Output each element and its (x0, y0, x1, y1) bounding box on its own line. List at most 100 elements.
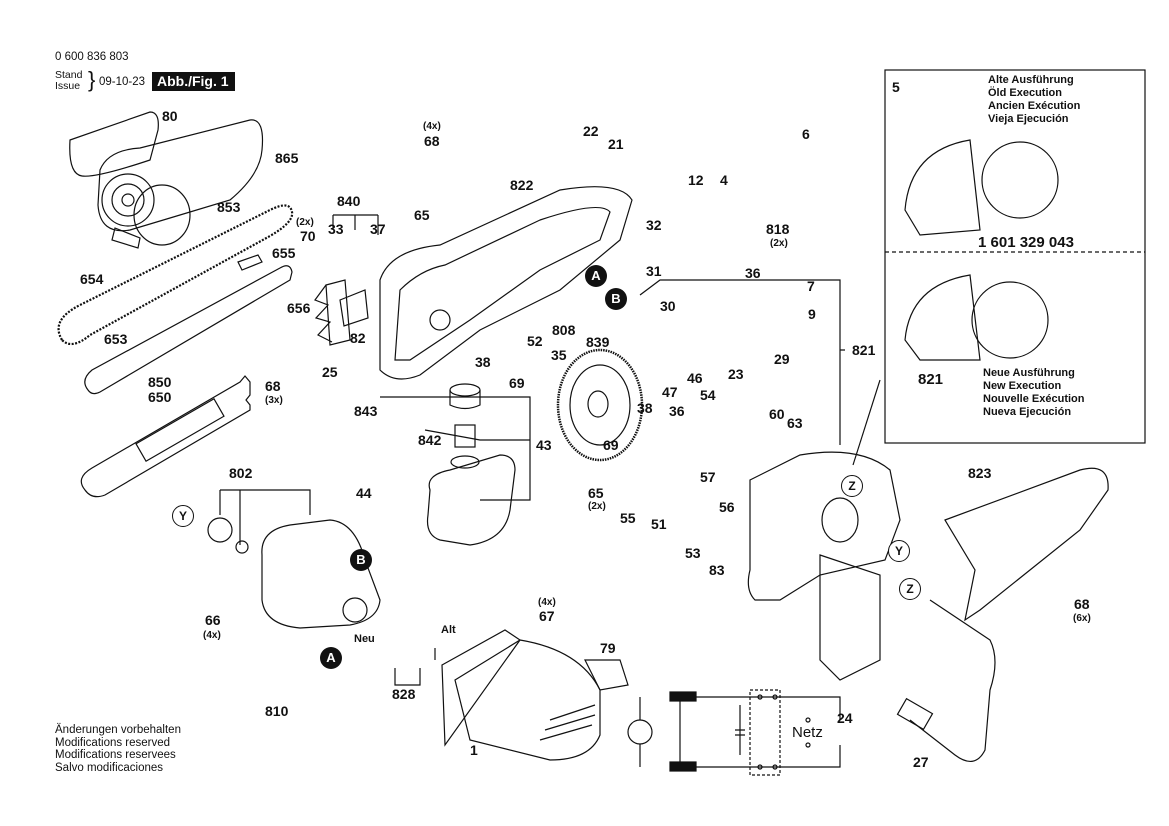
marker-z: Z (841, 475, 863, 497)
quantity-note: (3x) (265, 395, 283, 406)
hand-guard-drawing (944, 467, 1109, 622)
part-callout[interactable]: 69 (603, 437, 619, 453)
part-callout[interactable]: 22 (583, 123, 599, 139)
part-callout[interactable]: 25 (322, 364, 338, 380)
motor-housing-drawing (441, 629, 601, 761)
part-callout[interactable]: 54 (700, 387, 716, 403)
part-callout[interactable]: 33 (328, 221, 344, 237)
part-callout[interactable]: 55 (620, 510, 636, 526)
saw-chain-drawing (57, 204, 294, 346)
part-callout[interactable]: 51 (651, 516, 667, 532)
part-callout[interactable]: 12 (688, 172, 704, 188)
part-callout[interactable]: 82 (350, 330, 366, 346)
part-callout[interactable]: 7 (807, 278, 815, 294)
part-callout[interactable]: 43 (536, 437, 552, 453)
part-callout[interactable]: 23 (728, 366, 744, 382)
footer-line: Salvo modificaciones (55, 761, 164, 774)
part-callout[interactable]: 9 (808, 306, 816, 322)
marker-z: Z (899, 578, 921, 600)
part-callout[interactable]: 46 (687, 370, 703, 386)
marker-a: A (585, 265, 607, 287)
part-callout[interactable]: 21 (608, 136, 624, 152)
quantity-note: (4x) (203, 630, 221, 641)
part-callout[interactable]: 65 (588, 485, 604, 501)
circuit-schematic (627, 689, 841, 776)
part-callout[interactable]: 850 (148, 374, 172, 390)
motor-drawing (207, 517, 381, 629)
part-callout[interactable]: 31 (646, 263, 662, 279)
part-callout[interactable]: 655 (272, 245, 296, 261)
part-callout[interactable]: 47 (662, 384, 678, 400)
gear-drawing (556, 348, 644, 462)
stand-issue-label: Stand Issue (55, 70, 82, 92)
part-callout[interactable]: 63 (787, 415, 803, 431)
part-callout[interactable]: 865 (275, 150, 299, 166)
part-callout[interactable]: 60 (769, 406, 785, 422)
part-callout[interactable]: 653 (104, 331, 128, 347)
part-callout[interactable]: 6 (802, 126, 810, 142)
bar-cover-drawing (80, 375, 251, 498)
part-callout[interactable]: 65 (414, 207, 430, 223)
part-callout[interactable]: 67 (539, 608, 555, 624)
marker-y: Y (888, 540, 910, 562)
inset-new-part-label[interactable]: 821 (918, 371, 944, 388)
part-callout[interactable]: 828 (392, 686, 416, 702)
part-callout[interactable]: 822 (510, 177, 534, 193)
marker-b: B (605, 288, 627, 310)
part-callout[interactable]: 68 (1074, 596, 1090, 612)
inset-old-part-number[interactable]: 1 601 329 043 (978, 234, 1074, 251)
quantity-note: (6x) (1073, 613, 1091, 624)
part-callout[interactable]: 36 (745, 265, 761, 281)
part-callout[interactable]: 56 (719, 499, 735, 515)
inset-old-line: Ancien Exécution (988, 100, 1081, 112)
part-callout[interactable]: 35 (551, 347, 567, 363)
part-callout[interactable]: 810 (265, 703, 289, 719)
part-callout[interactable]: 68 (424, 133, 440, 149)
quantity-note: (4x) (423, 121, 441, 132)
part-callout[interactable]: 839 (586, 334, 610, 350)
part-callout[interactable]: 802 (229, 465, 253, 481)
part-callout[interactable]: 656 (287, 300, 311, 316)
part-callout[interactable]: 821 (852, 342, 876, 358)
part-callout[interactable]: 840 (337, 193, 361, 209)
part-callout[interactable]: 823 (968, 465, 992, 481)
footer-disclaimer: Änderungen vorbehalten Modifications res… (55, 724, 181, 774)
part-callout[interactable]: 36 (669, 403, 685, 419)
part-callout[interactable]: 29 (774, 351, 790, 367)
part-callout[interactable]: 1 (470, 742, 478, 758)
chain-cover-drawing (69, 111, 264, 249)
footer-line: Modifications reserved (55, 736, 171, 749)
part-callout[interactable]: 37 (370, 221, 386, 237)
part-callout[interactable]: 650 (148, 389, 172, 405)
part-callout[interactable]: 69 (509, 375, 525, 391)
part-callout[interactable]: 843 (354, 403, 378, 419)
part-callout[interactable]: 24 (837, 710, 853, 726)
part-callout[interactable]: 66 (205, 612, 221, 628)
part-callout[interactable]: 38 (475, 354, 491, 370)
part-callout[interactable]: 808 (552, 322, 576, 338)
inset-new-title: Neue Ausführung New Execution Nouvelle E… (983, 367, 1084, 419)
part-callout[interactable]: 4 (720, 172, 728, 188)
part-callout[interactable]: 44 (356, 485, 372, 501)
part-callout[interactable]: 842 (418, 432, 442, 448)
part-callout[interactable]: 818 (766, 221, 790, 237)
part-callout[interactable]: 80 (162, 108, 178, 124)
oil-tank-drawing (426, 383, 516, 546)
part-callout[interactable]: 53 (685, 545, 701, 561)
part-callout[interactable]: 38 (637, 400, 653, 416)
part-callout[interactable]: 32 (646, 217, 662, 233)
part-callout[interactable]: 57 (700, 469, 716, 485)
part-callout[interactable]: 5 (892, 79, 900, 95)
part-callout[interactable]: 654 (80, 271, 104, 287)
part-callout[interactable]: 52 (527, 333, 543, 349)
part-callout[interactable]: 70 (300, 228, 316, 244)
marker-y: Y (172, 505, 194, 527)
part-callout[interactable]: 30 (660, 298, 676, 314)
stand-label: Stand (55, 69, 83, 81)
part-callout[interactable]: 79 (600, 640, 616, 656)
part-callout[interactable]: 27 (913, 754, 929, 770)
old-version-label: Alt (441, 624, 456, 636)
part-callout[interactable]: 853 (217, 199, 241, 215)
part-callout[interactable]: 68 (265, 378, 281, 394)
part-callout[interactable]: 83 (709, 562, 725, 578)
